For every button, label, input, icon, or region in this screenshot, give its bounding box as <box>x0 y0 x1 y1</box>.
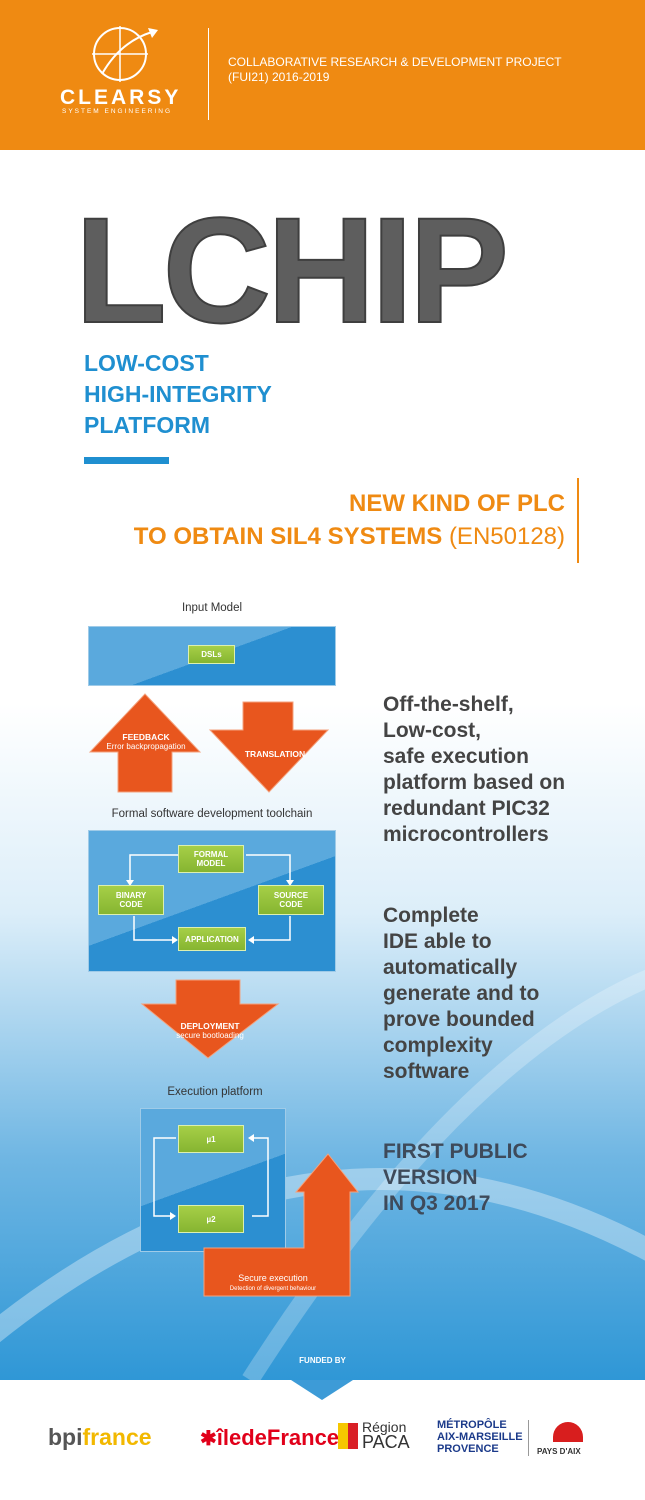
region-paca-logo: Région PACA <box>362 1419 410 1452</box>
footer-sponsors <box>0 1380 645 1500</box>
plc-standard: (EN50128) <box>448 523 565 550</box>
plc-line-1: NEW KIND OF PLC <box>349 490 565 517</box>
clearsy-logo-icon <box>92 26 158 82</box>
blue-accent-bar <box>84 457 169 464</box>
deployment-label: DEPLOYMENT secure bootloading <box>176 1021 244 1041</box>
secure-execution-label: Secure execution Detection of divergent … <box>229 1273 317 1293</box>
iledefrance-logo: ✱îledeFrance <box>200 1425 340 1450</box>
feedback-label: FEEDBACK Error backpropagation <box>96 732 196 752</box>
footer-notch <box>291 1380 353 1400</box>
toolchain-caption: Formal software development toolchain <box>111 808 313 820</box>
pays-aix-logo: PAYS D'AIX <box>537 1447 581 1456</box>
side-block-release: FIRST PUBLIC VERSION IN Q3 2017 <box>383 1140 528 1215</box>
header-divider <box>208 28 209 120</box>
subtitle-line: HIGH-INTEGRITY <box>84 381 272 407</box>
project-line-1: COLLABORATIVE RESEARCH & DEVELOPMENT PRO… <box>228 55 562 69</box>
clearsy-logo-text: CLEARSY <box>60 86 182 109</box>
clearsy-logo-subtitle: SYSTEM ENGINEERING <box>62 108 173 115</box>
subtitle-line: LOW-COST <box>84 350 209 376</box>
feedback-subtitle: Error backpropagation <box>106 742 186 751</box>
plc-tagline: NEW KIND OF PLC TO OBTAIN SIL4 SYSTEMS (… <box>134 487 565 553</box>
funded-by-label: FUNDED BY <box>299 1356 346 1365</box>
side-block-ide: Complete IDE able to automatically gener… <box>383 904 540 1083</box>
feedback-title: FEEDBACK <box>122 732 170 742</box>
translation-label: TRANSLATION <box>244 749 306 759</box>
bpifrance-logo: bpifrance <box>48 1424 152 1450</box>
deployment-arrow <box>140 979 280 1059</box>
dsls-box: DSLs <box>188 645 235 664</box>
subtitle: LOW-COST HIGH-INTEGRITY PLATFORM <box>84 348 272 441</box>
side-block-platform: Off-the-shelf, Low-cost, safe execution … <box>383 693 566 846</box>
decorative-arcs <box>0 969 645 1380</box>
pays-aix-sun-icon <box>553 1422 583 1442</box>
feedback-translation-arrows <box>88 693 330 793</box>
paca-flag-icon <box>338 1423 358 1449</box>
plc-line-2: TO OBTAIN SIL4 SYSTEMS <box>133 523 443 550</box>
metropole-logo: MÉTROPÔLE AIX-MARSEILLE PROVENCE <box>437 1419 523 1455</box>
project-description: COLLABORATIVE RESEARCH & DEVELOPMENT PRO… <box>228 55 628 85</box>
secure-execution-arrow <box>203 1153 360 1297</box>
execution-caption: Execution platform <box>167 1086 263 1098</box>
project-line-2: (FUI21) 2016-2019 <box>228 70 330 84</box>
mu1-box: µ1 <box>178 1125 244 1153</box>
toolchain-cycle-arrows <box>126 854 294 944</box>
mu2-box: µ2 <box>178 1205 244 1233</box>
subtitle-line: PLATFORM <box>84 412 211 438</box>
page-title: LCHIP <box>74 186 510 354</box>
header-bar <box>0 0 645 150</box>
input-model-caption: Input Model <box>181 602 243 614</box>
orange-accent-bar <box>577 478 579 563</box>
execution-cycle-arrows <box>153 1134 269 1220</box>
application-box: APPLICATION <box>178 927 246 951</box>
sponsor-divider <box>528 1420 529 1456</box>
